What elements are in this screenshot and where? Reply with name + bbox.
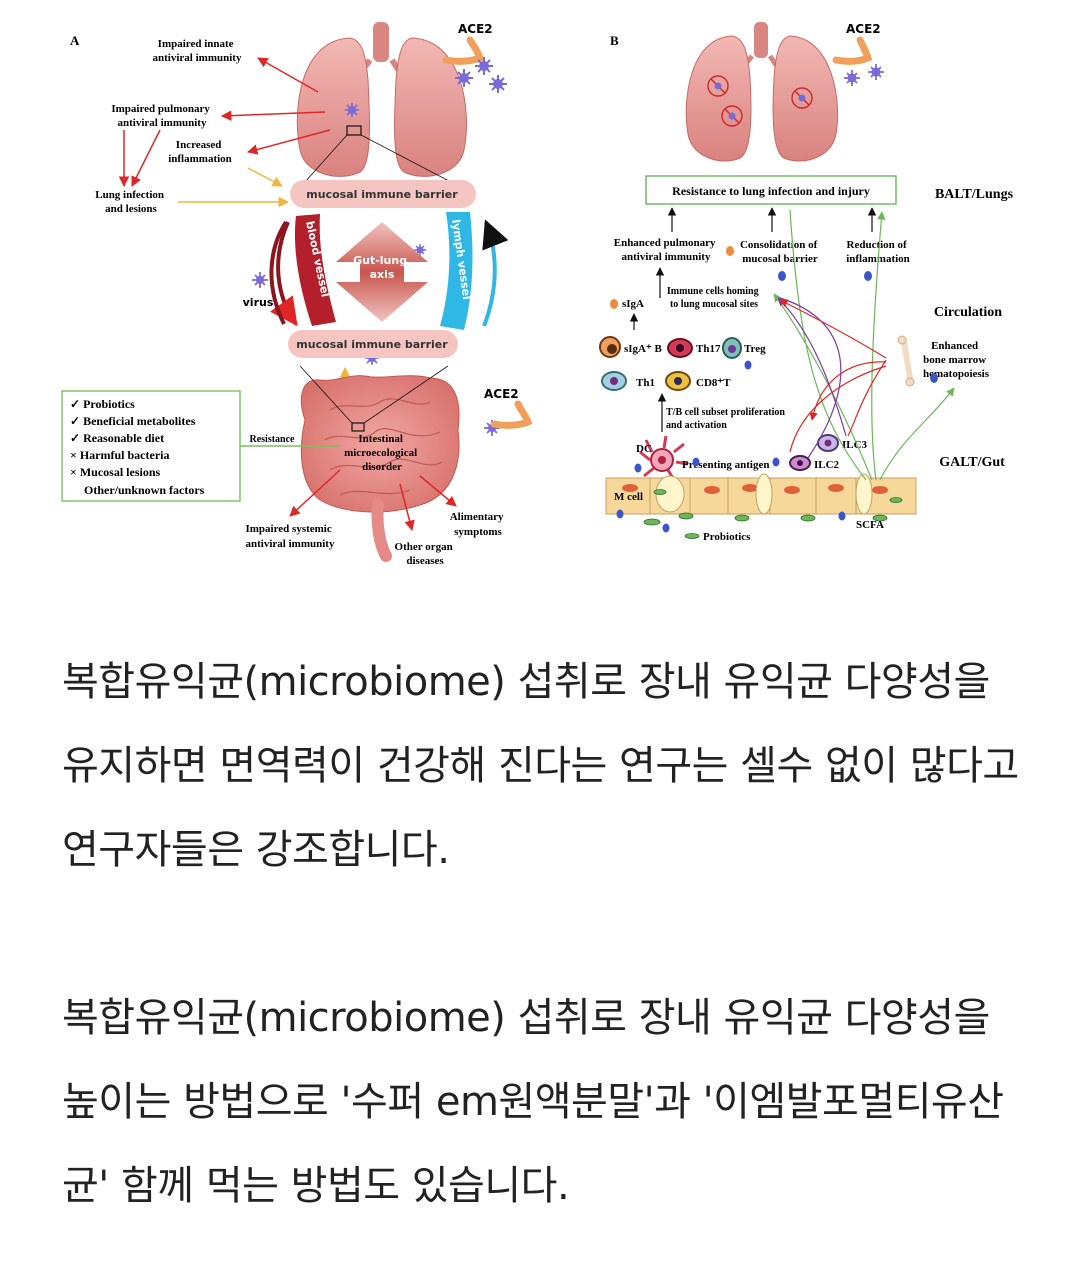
probiotic-icons: [616, 457, 903, 539]
m-cell-label: M cell: [614, 491, 643, 503]
alimentary-label: Alimentary symptoms: [450, 511, 507, 538]
ace2-label-top: ACE2: [458, 22, 493, 36]
siga-label: sIgA: [622, 298, 644, 310]
balt-label: BALT/Lungs: [935, 187, 1014, 202]
lungs-a: [295, 22, 471, 193]
blood-flow-arrow: [269, 221, 298, 327]
lung-infection-label: Lung infection and lesions: [95, 189, 167, 215]
ace2-receptor-b-icon: [832, 36, 873, 65]
circulation-label: Circulation: [934, 305, 1002, 320]
arrows-red-a-bottom: [289, 469, 457, 532]
treg-label: Treg: [744, 343, 766, 355]
probiotics-label: Probiotics: [703, 531, 751, 543]
impaired-pulmonary-label: Impaired pulmonary antiviral immunity: [111, 103, 212, 129]
resistance-label: Resistance: [250, 434, 296, 445]
panel-a: A ACE2 Impaired innate: [61, 22, 533, 567]
ace2-receptor-gut-icon: [490, 400, 533, 429]
increased-inflammation-label: Increased inflammation: [168, 139, 232, 165]
immune-cells: [599, 336, 839, 471]
resistance-box: [645, 175, 897, 205]
galt-label: GALT/Gut: [939, 455, 1005, 470]
intestinal-disorder-label: Intestinal microecological disorder: [344, 433, 420, 473]
presenting-antigen-label: Presenting antigen: [682, 459, 770, 471]
ilc3-label: ILC3: [842, 439, 868, 451]
article-paragraph-1: 복합유익균(microbiome) 섭취로 장내 유익균 다양성을 유지하면 면…: [62, 659, 1019, 873]
bone-marrow-label: Enhanced bone marrow hematopoiesis: [923, 340, 990, 380]
flow-arrows-b: [773, 209, 955, 481]
mucosal-barrier-bottom: [288, 330, 458, 358]
intestine: [300, 375, 460, 562]
bone-icon: [897, 335, 915, 387]
gut-epithelium: [605, 473, 917, 515]
virus-label: virus: [243, 296, 274, 309]
lymph-flow-arrow: [482, 219, 509, 327]
panel-a-letter: A: [70, 33, 80, 48]
cd8-label: CD8⁺T: [696, 377, 731, 389]
factor-item-0: ✓ Probiotics: [70, 397, 135, 411]
gut-lung-axis-label: Gut-lung axis: [353, 254, 411, 281]
lymph-vessel: [440, 212, 473, 330]
sigab-label: sIgA⁺ B: [624, 343, 663, 355]
arrows-red-a-top: [118, 57, 331, 188]
factor-item-3: × Harmful bacteria: [70, 448, 170, 462]
arrows-black-b: [629, 207, 877, 432]
figure: A ACE2 Impaired innate: [0, 0, 1080, 600]
dendritic-cell-icon: [639, 435, 689, 481]
ace2-label-gut: ACE2: [484, 387, 519, 401]
virus-icons-b: [844, 64, 884, 86]
factor-item-4: × Mucosal lesions: [70, 465, 161, 479]
th1-label: Th1: [636, 377, 655, 389]
ilc2-label: ILC2: [814, 459, 840, 471]
gut-lung-axis-diagram: A ACE2 Impaired innate: [61, 22, 1014, 567]
mucosal-barrier-bottom-label: mucosal immune barrier: [296, 338, 448, 351]
blood-vessel: [294, 214, 336, 326]
lungs-b: [685, 22, 839, 162]
dc-label: DC: [636, 443, 652, 455]
panel-b: B ACE2 Resistance to lung infection and …: [599, 22, 1014, 543]
consolidation-label: Consolidation of mucosal barrier: [740, 239, 820, 265]
immune-homing-label: Immune cells homing to lung mucosal site…: [667, 286, 761, 310]
scfa-label: SCFA: [856, 519, 884, 531]
gut-lung-axis-arrow: [336, 222, 428, 322]
impaired-systemic-label: Impaired systemic antiviral immunity: [245, 523, 334, 550]
th17-label: Th17: [696, 343, 721, 355]
article-paragraph-2: 복합유익균(microbiome) 섭취로 장내 유익균 다양성을 높이는 방법…: [62, 995, 1004, 1209]
tb-prolif-label: T/B cell subset proliferation and activa…: [666, 407, 787, 431]
panel-b-letter: B: [610, 33, 619, 48]
factor-item-5: Other/unknown factors: [84, 483, 205, 497]
mucosal-barrier-top: [290, 180, 476, 208]
factor-item-1: ✓ Beneficial metabolites: [70, 414, 196, 428]
enhanced-pulmonary-label: Enhanced pulmonary antiviral immunity: [614, 237, 719, 263]
resistance-box-label: Resistance to lung infection and injury: [672, 184, 870, 198]
other-organ-label: Other organ diseases: [395, 541, 456, 567]
factors-list: ✓ Probiotics ✓ Beneficial metabolites ✓ …: [70, 397, 205, 497]
ace2-receptor-icon: [442, 36, 485, 65]
article-text: 복합유익균(microbiome) 섭취로 장내 유익균 다양성을 유지하면 면…: [62, 640, 1022, 1228]
impaired-innate-label: Impaired innate antiviral immunity: [153, 38, 242, 64]
ace2-label-b: ACE2: [846, 22, 881, 36]
factor-item-2: ✓ Reasonable diet: [70, 431, 164, 445]
mucosal-barrier-top-label: mucosal immune barrier: [306, 188, 458, 201]
